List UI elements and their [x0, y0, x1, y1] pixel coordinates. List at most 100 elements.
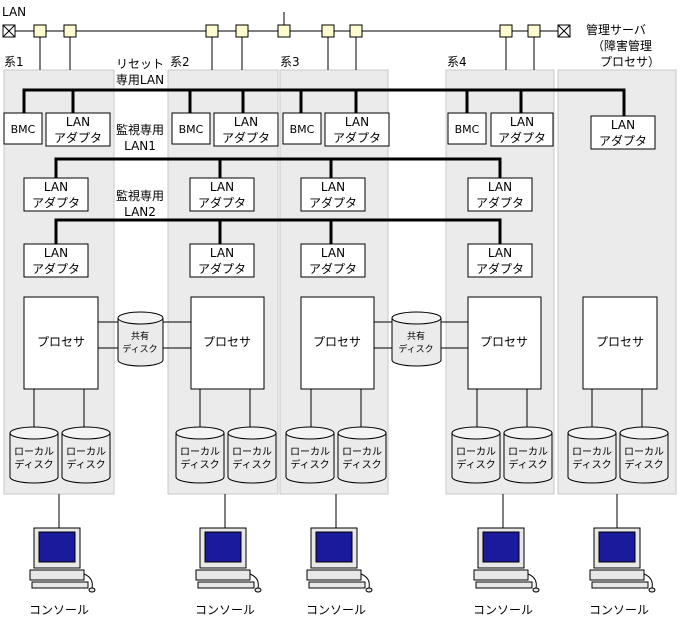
lan-adapter-box: [45, 112, 111, 147]
shared-disk: [117, 318, 164, 367]
bmc-box: [282, 112, 322, 145]
local-disk-label: ローカル: [624, 446, 664, 458]
bmc-label: BMC: [179, 123, 204, 136]
local-disk: [567, 433, 617, 484]
local-disks: [9, 426, 669, 484]
monitor-lan1-bus: [54, 157, 502, 180]
console-labels: コンソール コンソール コンソール コンソール コンソール: [29, 603, 649, 617]
local-disk-label: ローカル: [232, 446, 272, 458]
local-disk-label: ローカル: [572, 446, 612, 458]
lan-adapter-box: [324, 112, 390, 147]
local-disk: [9, 433, 59, 484]
processor-label: プロセサ: [313, 335, 361, 349]
lan-drops: [39, 36, 535, 70]
console-icons: [29, 527, 656, 593]
lan-adapter-box: [189, 177, 255, 212]
local-disk: [451, 433, 501, 484]
lan-adapter-label: LAN: [611, 118, 635, 132]
bmc-box: [3, 112, 43, 145]
lan-adapter-label: アダプタ: [309, 261, 357, 276]
thin-links: [33, 321, 643, 428]
lan-adapter-label: LAN: [321, 180, 345, 194]
local-disk-labels: ローカル ディスク ローカル ディスク ローカル ディスク ローカル ディスク …: [14, 446, 664, 471]
manager-server-line: 管理サーバ: [586, 22, 646, 37]
processor-box: [300, 296, 375, 390]
lan-connector: [499, 24, 513, 38]
local-disk: [619, 433, 669, 484]
lan-adapter-box: [23, 177, 89, 212]
local-disk: [285, 433, 335, 484]
bmc-label: BMC: [455, 123, 480, 136]
local-disk: [175, 433, 225, 484]
lan-adapter-box: [590, 115, 656, 150]
local-disk-label: ディスク: [624, 458, 663, 471]
local-disk-label: ディスク: [232, 458, 271, 471]
local-disk: [61, 433, 111, 484]
shared-disk-label: ディスク: [122, 343, 157, 355]
lan-adapter-label: アダプタ: [498, 130, 546, 145]
processor-box: [23, 296, 99, 390]
lan-adapter-label: アダプタ: [476, 261, 524, 276]
processor-box: [582, 296, 658, 390]
lan-connector: [349, 24, 363, 38]
lan-adapter-label: アダプタ: [32, 261, 80, 276]
lan-connector: [235, 24, 249, 38]
lan-connector: [33, 24, 47, 38]
bmc-label: BMC: [290, 123, 315, 136]
lan-label: LAN: [2, 5, 26, 19]
manager-server-line: プロセサ）: [600, 55, 660, 69]
lan-adapter-label: LAN: [66, 115, 90, 129]
lan-adapter-label: アダプタ: [32, 195, 80, 210]
reset-lan-label: 専用LAN: [116, 73, 164, 87]
lan-connector: [63, 24, 77, 38]
lan-connector: [205, 24, 219, 38]
local-disk-label: ディスク: [180, 458, 219, 471]
local-disk-label: ディスク: [66, 458, 105, 471]
lan-connector: [277, 24, 291, 38]
local-disk-label: ディスク: [342, 458, 381, 471]
monitor-lan2-bus: [54, 218, 502, 244]
network-buses: [22, 88, 626, 244]
processor-label: プロセサ: [37, 335, 85, 349]
console-label: コンソール: [473, 603, 533, 617]
lan-connectors: [33, 24, 541, 38]
lan-adapter-boxes: [23, 112, 656, 278]
lan-adapter-label: LAN: [210, 180, 234, 194]
processor-box: [467, 296, 542, 390]
shared-disk-label: ディスク: [398, 343, 433, 355]
local-disk-label: ローカル: [180, 446, 220, 458]
monitor-lan2-label: 監視専用: [116, 188, 164, 203]
local-disk-label: ローカル: [290, 446, 330, 458]
monitor-lan1-label: 監視専用: [116, 122, 164, 137]
lan-adapter-box: [189, 243, 255, 278]
console-label: コンソール: [306, 603, 366, 617]
lan-connector: [321, 24, 335, 38]
lan-connector: [527, 24, 541, 38]
lan-adapter-label: LAN: [321, 246, 345, 260]
local-disk: [337, 433, 387, 484]
console-icon: [306, 527, 373, 593]
lan-adapter-box: [467, 243, 533, 278]
monitor-lan2-label: LAN2: [124, 205, 156, 219]
system-2-label: 系2: [170, 55, 190, 69]
local-disk-label: ディスク: [290, 458, 329, 471]
local-disk-label: ローカル: [508, 446, 548, 458]
local-disk-label: ローカル: [456, 446, 496, 458]
lan-adapter-label: LAN: [488, 246, 512, 260]
lan-adapter-box: [213, 112, 279, 147]
shared-disks: [117, 311, 442, 367]
lan-adapter-label: LAN: [488, 180, 512, 194]
console-label: コンソール: [195, 603, 255, 617]
bmc-box: [447, 112, 487, 145]
processor-label: プロセサ: [203, 335, 251, 349]
lan-adapter-label: LAN: [44, 246, 68, 260]
bmc-labels: BMC BMC BMC BMC: [11, 123, 480, 136]
console-label: コンソール: [29, 603, 89, 617]
processor-labels: プロセサ プロセサ プロセサ プロセサ プロセサ: [37, 335, 644, 349]
console-links: [58, 494, 618, 528]
console-label: コンソール: [589, 603, 649, 617]
shared-disk: [391, 318, 442, 367]
lan-adapter-labels: LAN アダプタ LAN アダプタ LAN アダプタ LAN アダプタ LAN …: [32, 115, 647, 276]
lan-adapter-label: アダプタ: [198, 261, 246, 276]
local-disk-label: ディスク: [14, 458, 53, 471]
